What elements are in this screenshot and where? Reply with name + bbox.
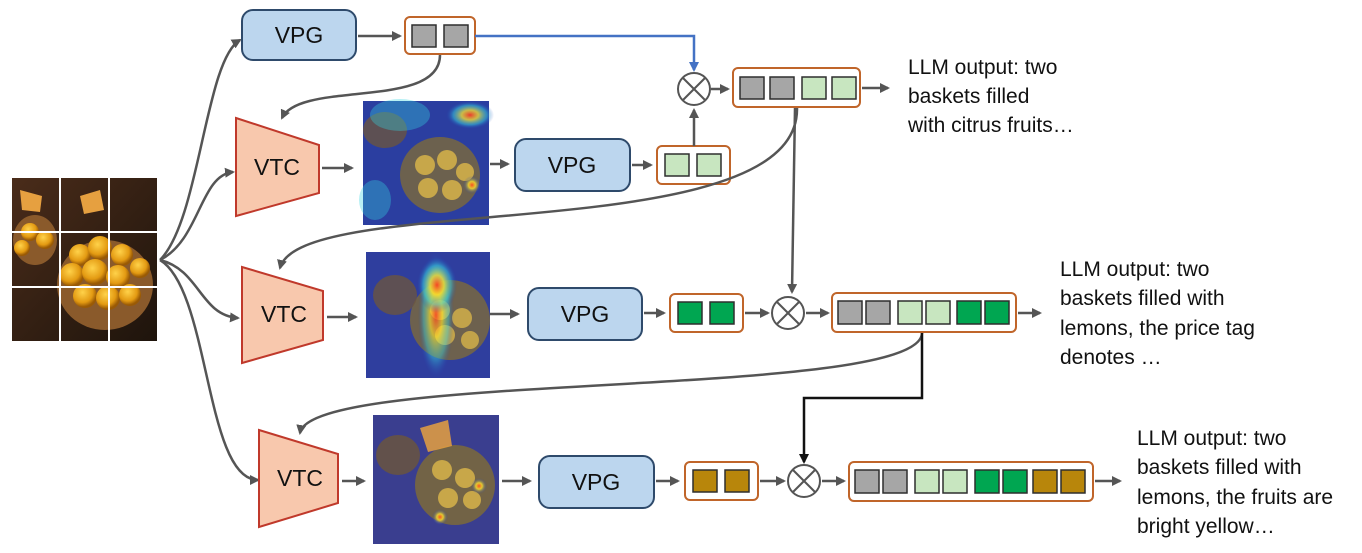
token-group-3	[669, 293, 744, 333]
svg-text:VTC: VTC	[254, 154, 300, 180]
svg-text:VTC: VTC	[277, 465, 323, 491]
input-image	[12, 178, 157, 341]
vpg-box-1: VPG	[241, 9, 357, 61]
svg-text:VTC: VTC	[261, 301, 307, 327]
heatmap-image-3	[373, 415, 499, 544]
vpg-label-1: VPG	[275, 22, 324, 48]
multiply-node-1	[677, 72, 711, 106]
vtc-trapezoid-2: VTC	[241, 265, 324, 365]
svg-text:VPG: VPG	[548, 152, 597, 178]
vpg-box-4: VPG	[538, 455, 655, 509]
llm-output-3: LLM output: two baskets filled with lemo…	[1137, 427, 1339, 538]
token-sequence-1	[732, 67, 861, 108]
heatmap-image-1	[359, 99, 494, 225]
token-group-4	[684, 461, 759, 501]
svg-text:VPG: VPG	[561, 301, 610, 327]
multiply-node-3	[787, 464, 821, 498]
token-sequence-3	[848, 461, 1094, 502]
token-sequence-2	[831, 292, 1017, 333]
llm-output-2: LLM output: two baskets filled with lemo…	[1060, 258, 1261, 369]
token-group-1	[404, 16, 476, 55]
vpg-box-3: VPG	[527, 287, 643, 341]
vpg-box-2: VPG	[514, 138, 631, 192]
vtc-trapezoid-1: VTC	[235, 116, 320, 218]
input-arrows	[159, 38, 260, 485]
multiply-node-2	[771, 296, 805, 330]
heatmap-image-2	[366, 252, 490, 378]
token-group-2	[656, 145, 731, 185]
svg-text:VPG: VPG	[572, 469, 621, 495]
vtc-trapezoid-3: VTC	[258, 428, 339, 529]
llm-output-1: LLM output: two baskets filled with citr…	[907, 56, 1074, 137]
